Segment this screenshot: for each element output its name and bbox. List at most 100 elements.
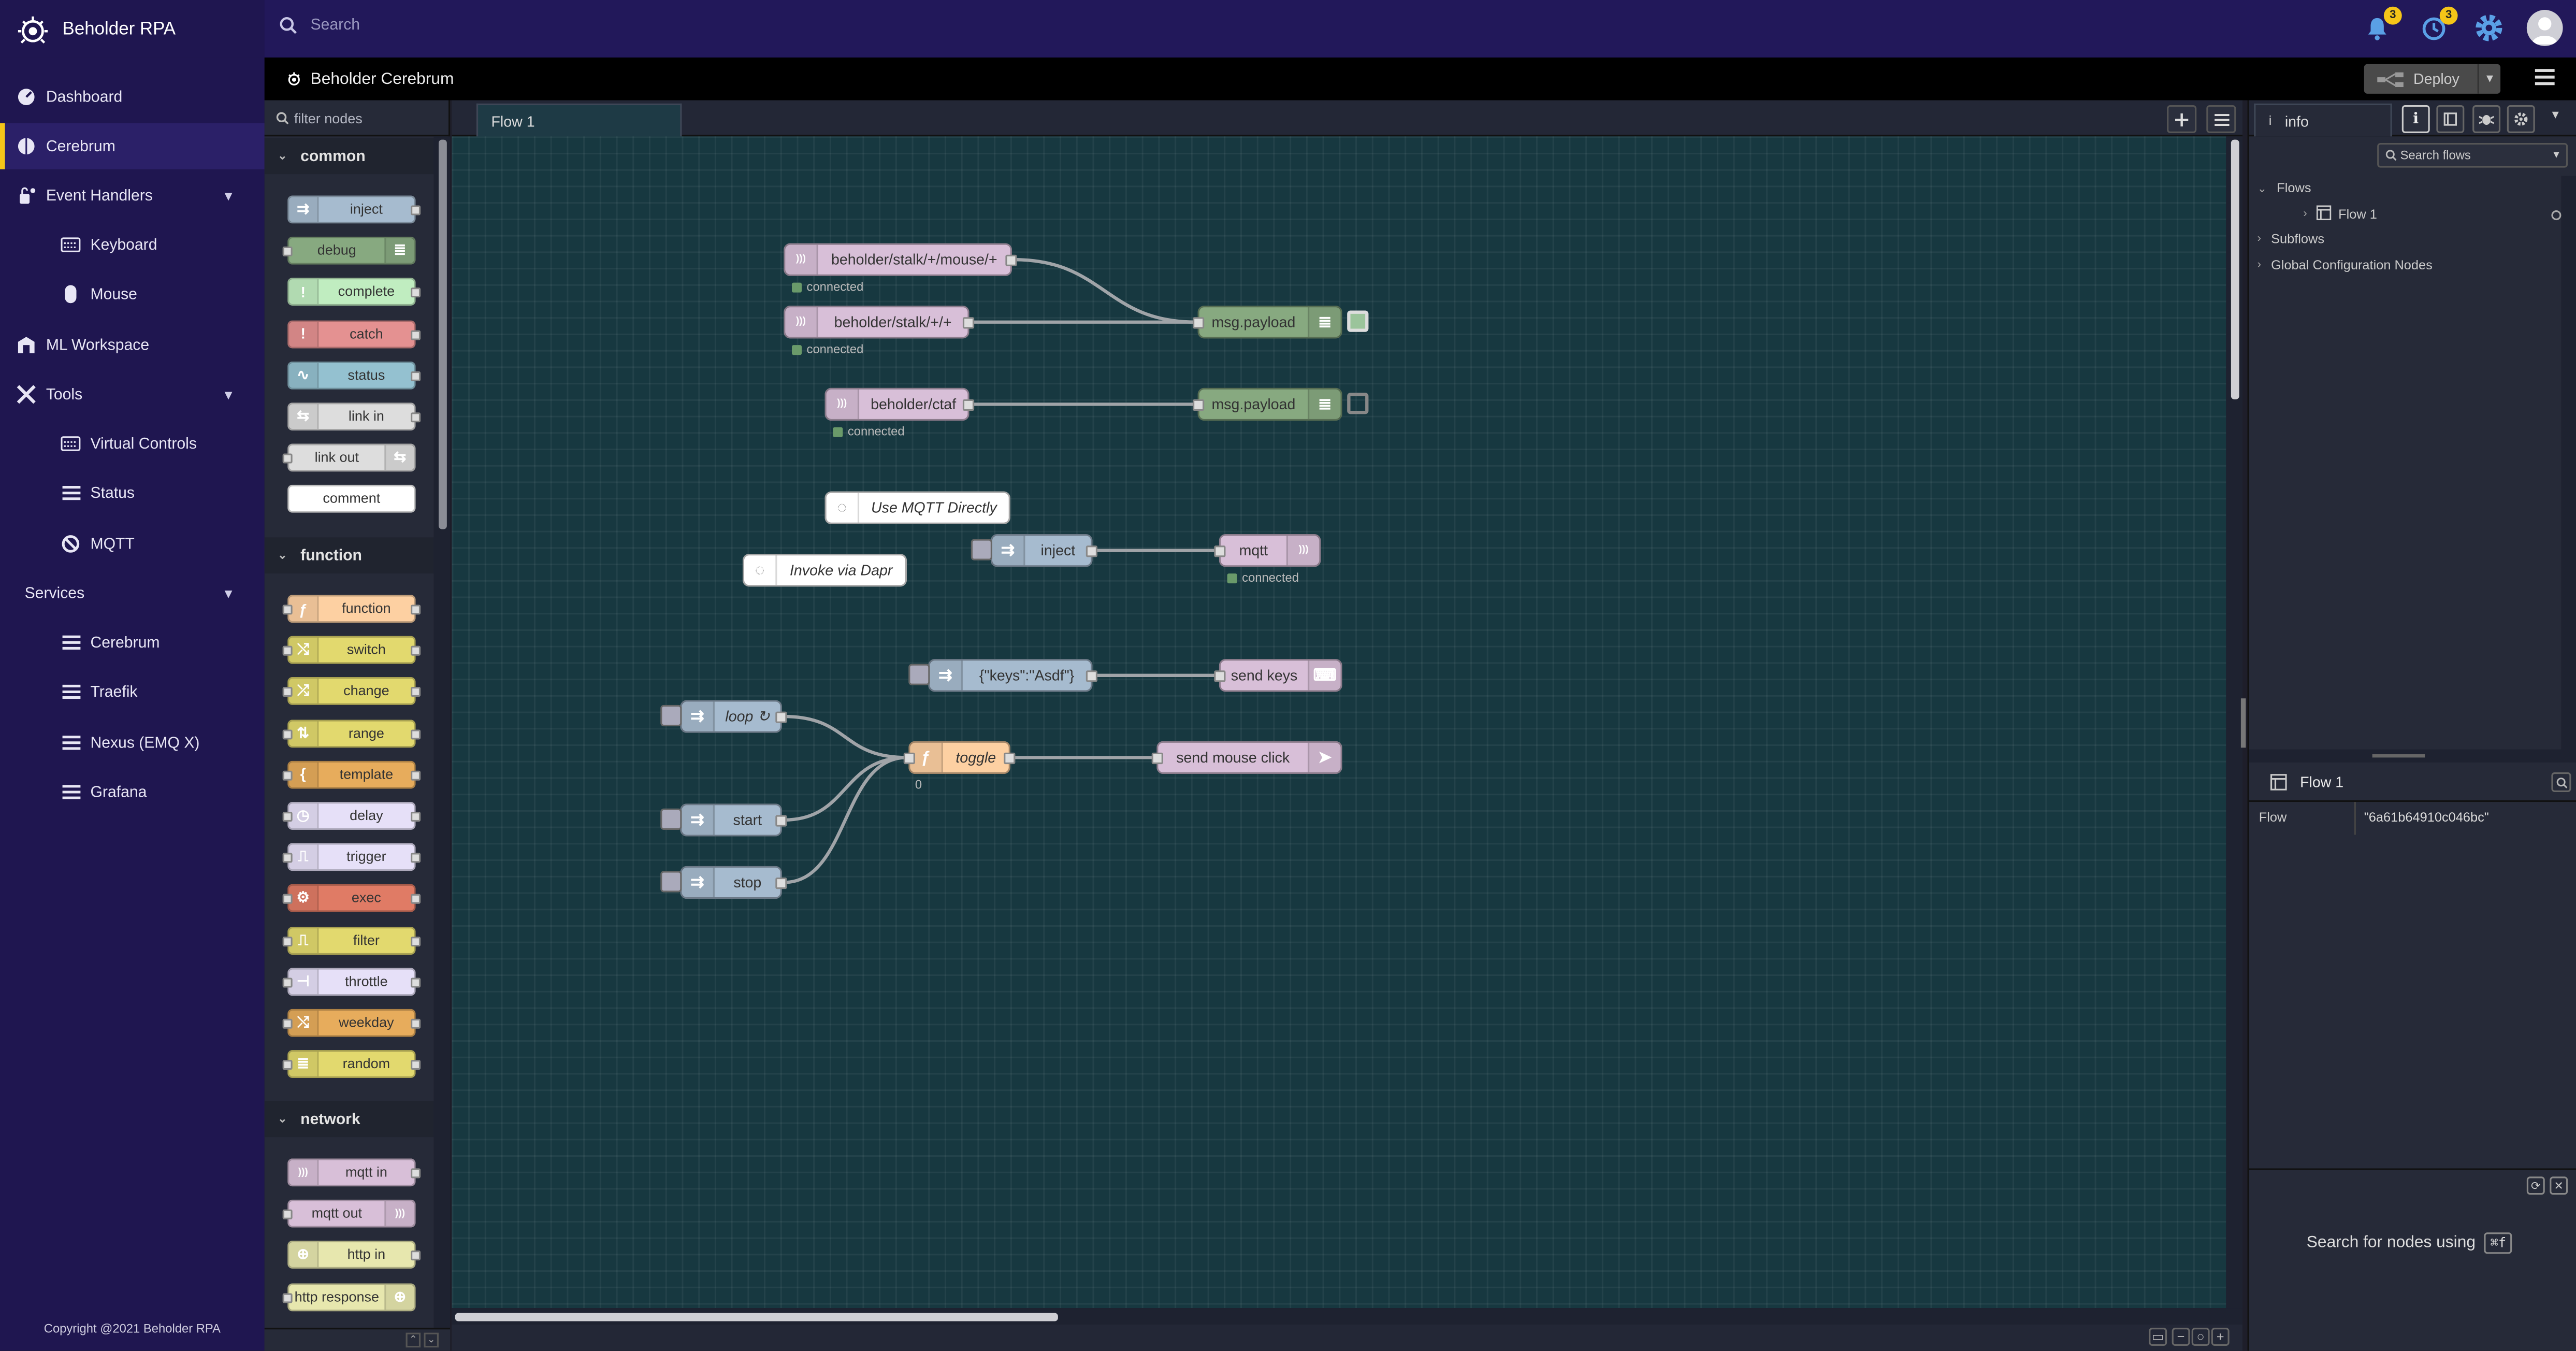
sidebar-item-cerebrum[interactable]: Cerebrum (0, 123, 265, 169)
palette-node-filter[interactable]: ⎍filter (282, 926, 421, 954)
sidebar-item-nexus-emq-x[interactable]: Nexus (EMQ X) (0, 720, 265, 766)
palette-node-range[interactable]: ⇅range (282, 719, 421, 748)
sidebar-item-grafana[interactable]: Grafana (0, 769, 265, 815)
sidebar-item-dashboard[interactable]: Dashboard (0, 74, 265, 120)
config-button[interactable] (2507, 105, 2535, 133)
flow-node[interactable]: ◌Use MQTT Directly (824, 491, 1010, 524)
canvas-vertical-scroll-thumb[interactable] (2231, 139, 2239, 399)
inject-trigger-button[interactable] (660, 871, 682, 893)
notifications-button[interactable]: 3 (2359, 6, 2402, 48)
inject-trigger-button[interactable] (660, 808, 682, 830)
flow-node[interactable]: ⇉start (680, 803, 787, 837)
palette-node-template[interactable]: {template (282, 760, 421, 789)
flow-node[interactable]: )))beholder/stalk/+/mouse/+ (784, 243, 1017, 276)
palette-node-link-in[interactable]: ⇆link in (287, 403, 421, 431)
flow-node[interactable]: ≣msg.payload (1193, 387, 1342, 421)
deploy-caret-icon[interactable]: ▼ (2477, 64, 2500, 94)
palette-node-catch[interactable]: !catch (287, 320, 421, 348)
brand[interactable]: Beholder RPA (0, 0, 265, 58)
input-port[interactable] (1214, 670, 1226, 682)
sidebar-item-services[interactable]: Services▼ (0, 570, 265, 616)
flow-node[interactable]: ⌨send keys (1214, 659, 1342, 692)
search-input[interactable] (310, 16, 804, 35)
input-port[interactable] (903, 752, 915, 765)
search-icon[interactable] (2551, 772, 2571, 793)
chevron-down-icon[interactable]: ⌄ (2257, 183, 2267, 195)
output-port[interactable] (962, 317, 975, 329)
tab-flow-1[interactable]: Flow 1 (476, 103, 682, 138)
sidebar-item-cerebrum[interactable]: Cerebrum (0, 620, 265, 666)
flow-wire[interactable] (784, 756, 907, 884)
canvas-vertical-scrollbar[interactable] (2226, 136, 2243, 1309)
flow-node[interactable]: ⇉loop ↻ (680, 700, 787, 733)
palette-node-weekday[interactable]: ⤭weekday (282, 1009, 421, 1037)
chevron-down-icon[interactable]: ▼ (2550, 110, 2561, 122)
palette-node-random[interactable]: ≣random (282, 1050, 421, 1079)
flow-node[interactable]: ⇉inject (990, 534, 1098, 567)
inject-trigger-button[interactable] (660, 705, 682, 727)
sidebar-item-ml-workspace[interactable]: ML Workspace (0, 322, 265, 368)
sidebar-item-event-handlers[interactable]: Event Handlers▼ (0, 173, 265, 219)
sidebar-item-traefik[interactable]: Traefik (0, 669, 265, 715)
tree-item-global-configuration-nodes[interactable]: ›Global Configuration Nodes (2249, 253, 2561, 278)
chevron-down-icon[interactable]: ▼ (222, 188, 235, 203)
flow-node[interactable]: )))mqtt (1214, 534, 1321, 567)
palette-node-delay[interactable]: ◷delay (282, 802, 421, 830)
flow-node[interactable]: )))beholder/ctaf (824, 387, 975, 421)
zoom-reset-button[interactable]: ○ (2191, 1328, 2210, 1346)
canvas-horizontal-scroll-thumb[interactable] (455, 1313, 1058, 1321)
output-port[interactable] (775, 711, 787, 723)
palette-node-change[interactable]: ⤮change (282, 678, 421, 706)
deploy-button[interactable]: Deploy ▼ (2364, 64, 2501, 94)
palette-node-mqtt-out[interactable]: )))mqtt out (282, 1200, 416, 1228)
palette-category-function[interactable]: ⌄function (264, 537, 434, 574)
sidebar-resize-handle[interactable] (2240, 698, 2246, 748)
chevron-down-icon[interactable]: ▼ (222, 585, 235, 601)
flow-node[interactable]: ≣msg.payload (1193, 306, 1342, 339)
filter-nodes-input[interactable] (294, 109, 442, 126)
debug-toggle-button[interactable] (1347, 310, 1369, 332)
flow-wire[interactable] (784, 714, 907, 759)
output-port[interactable] (1086, 670, 1098, 682)
palette-node-exec[interactable]: ⚙exec (282, 884, 421, 913)
palette-node-status[interactable]: ∿status (287, 361, 421, 390)
splitter-grip[interactable] (2372, 754, 2425, 758)
add-flow-button[interactable] (2167, 105, 2197, 133)
palette-node-throttle[interactable]: ⊣throttle (282, 967, 421, 996)
zoom-out-button[interactable]: − (2172, 1328, 2190, 1346)
history-button[interactable]: 3 (2415, 6, 2458, 48)
info-button[interactable]: i (2401, 105, 2430, 133)
palette-scrollbar[interactable] (433, 136, 451, 1351)
flow-node[interactable]: ⇉{"keys":"Asdf"} (928, 659, 1098, 692)
palette-category-network[interactable]: ⌄network (264, 1101, 434, 1138)
palette-scroll-thumb[interactable] (438, 139, 447, 529)
collapse-all-icon[interactable]: ⌃ (406, 1332, 421, 1348)
sidebar-item-tools[interactable]: Tools▼ (0, 371, 265, 418)
palette-node-switch[interactable]: ⤭switch (282, 636, 421, 665)
info-splitter[interactable] (2249, 749, 2576, 763)
flow-node[interactable]: ⇉stop (680, 866, 787, 899)
navigator-icon[interactable]: ▭ (2149, 1328, 2167, 1346)
close-icon[interactable]: ✕ (2550, 1176, 2568, 1195)
output-port[interactable] (775, 815, 787, 827)
info-scrollbar[interactable] (2561, 176, 2576, 750)
tree-item-subflows[interactable]: ›Subflows (2249, 227, 2561, 252)
palette-node-debug[interactable]: ≣debug (282, 237, 416, 265)
expand-all-icon[interactable]: ⌄ (424, 1332, 439, 1348)
input-port[interactable] (1214, 545, 1226, 557)
debug-button[interactable] (2472, 105, 2501, 133)
output-port[interactable] (962, 399, 975, 411)
tree-item-flows[interactable]: ⌄Flows (2249, 176, 2561, 200)
user-avatar[interactable] (2526, 10, 2563, 46)
palette-node-http-response[interactable]: ⊕http response (282, 1283, 416, 1311)
chevron-down-icon[interactable]: ▼ (2551, 150, 2561, 161)
help-button[interactable] (2436, 105, 2465, 133)
flow-wire[interactable] (1014, 258, 1196, 324)
chevron-down-icon[interactable]: ▼ (222, 387, 235, 402)
palette-node-complete[interactable]: !complete (287, 278, 421, 307)
flow-node[interactable]: )))beholder/stalk/+/+ (784, 306, 975, 339)
debug-toggle-button[interactable] (1347, 393, 1369, 414)
search-flows-input[interactable]: Search flows ▼ (2377, 142, 2568, 168)
palette-node-mqtt-in[interactable]: )))mqtt in (287, 1158, 421, 1187)
